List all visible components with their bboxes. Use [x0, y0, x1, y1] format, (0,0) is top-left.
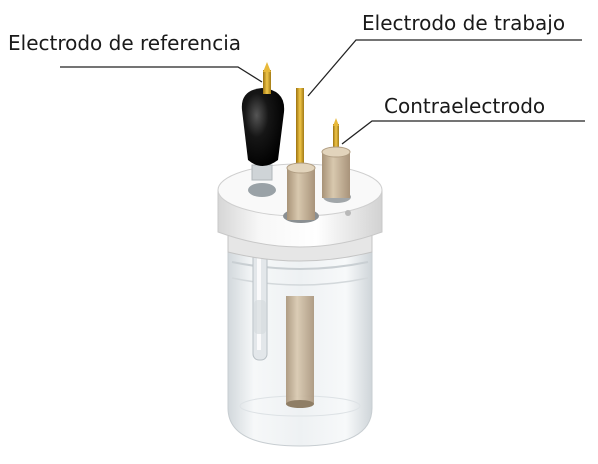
working-leader-line	[307, 39, 582, 97]
reference-leader-line	[60, 66, 263, 83]
working-electrode	[286, 88, 316, 220]
reference-electrode-label: Electrodo de referencia	[8, 31, 242, 55]
counter-leader-line	[341, 120, 585, 145]
leader-lines	[60, 39, 585, 145]
working-electrode-label: Electrodo de trabajo	[362, 11, 566, 35]
counter-electrode	[321, 118, 351, 198]
working-electrode-lower	[286, 296, 314, 408]
counter-electrode-label: Contraelectrodo	[384, 94, 546, 118]
reference-electrode-head	[241, 62, 285, 181]
